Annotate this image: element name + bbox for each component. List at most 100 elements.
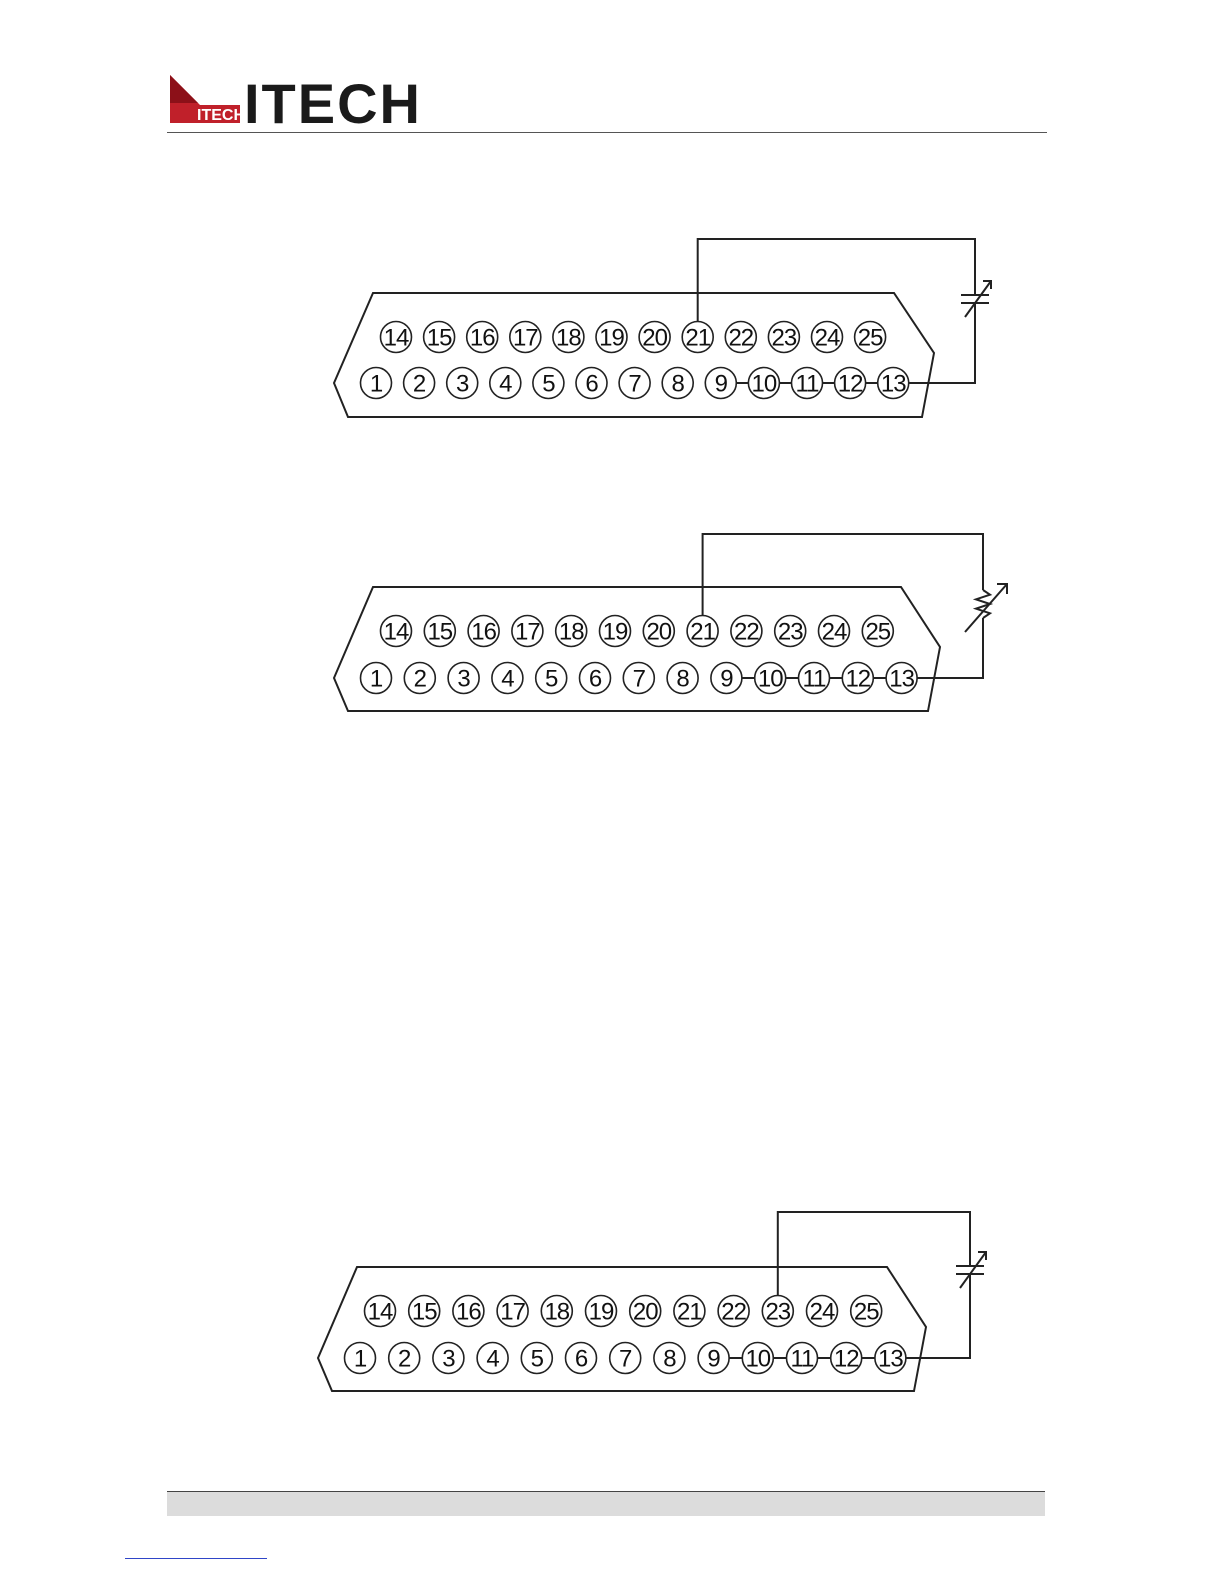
footer-bar — [167, 1491, 1045, 1516]
pin-23: 23 — [762, 1296, 793, 1327]
pin-label: 17 — [500, 1299, 525, 1326]
pin-2: 2 — [389, 1343, 420, 1374]
pin-label: 21 — [690, 619, 715, 646]
pin-label: 2 — [413, 371, 426, 398]
pin-5: 5 — [533, 368, 564, 399]
pin-label: 5 — [542, 371, 555, 398]
pin-17: 17 — [510, 322, 541, 353]
logo-word: ITECH — [244, 75, 420, 125]
variable-resistor-icon — [965, 584, 1007, 632]
pin-label: 13 — [878, 1346, 903, 1373]
pin-3: 3 — [447, 368, 478, 399]
connector-diagram-3: 1415161718192021222324251234567891011121… — [0, 1195, 1224, 1405]
pin-label: 18 — [556, 325, 581, 352]
pin-label: 7 — [619, 1346, 632, 1373]
pin-3: 3 — [433, 1343, 464, 1374]
adjustable-capacitor-icon — [961, 281, 991, 317]
pin-label: 12 — [838, 371, 863, 398]
pin-label: 19 — [603, 619, 628, 646]
pin-20: 20 — [639, 322, 670, 353]
pin-label: 19 — [599, 325, 624, 352]
pin-9: 9 — [698, 1343, 729, 1374]
pin-24: 24 — [819, 616, 850, 647]
pin-3: 3 — [448, 663, 479, 694]
pin-21: 21 — [674, 1296, 705, 1327]
pin-label: 1 — [370, 666, 383, 693]
pin-label: 21 — [685, 325, 710, 352]
pin-8: 8 — [667, 663, 698, 694]
pin-label: 1 — [370, 371, 383, 398]
pin-label: 10 — [745, 1346, 770, 1373]
pin-label: 4 — [499, 371, 512, 398]
pin-label: 3 — [456, 371, 469, 398]
header-divider — [167, 132, 1047, 133]
pin-label: 13 — [889, 666, 914, 693]
pin-1: 1 — [361, 663, 392, 694]
pin-label: 9 — [707, 1346, 720, 1373]
pin-15: 15 — [424, 616, 455, 647]
footer-link-underline[interactable] — [125, 1558, 267, 1559]
pin-label: 10 — [758, 666, 783, 693]
pin-21: 21 — [687, 616, 718, 647]
pin-label: 5 — [531, 1346, 544, 1373]
pin-label: 11 — [803, 666, 827, 693]
pin-10: 10 — [742, 1343, 773, 1374]
pin-label: 22 — [734, 619, 759, 646]
pin-label: 5 — [545, 666, 558, 693]
pin-8: 8 — [662, 368, 693, 399]
pin-20: 20 — [643, 616, 674, 647]
pin-12: 12 — [835, 368, 866, 399]
pin-6: 6 — [580, 663, 611, 694]
pin-7: 7 — [619, 368, 650, 399]
pin-label: 15 — [427, 619, 452, 646]
pin-label: 14 — [384, 325, 409, 352]
page-header: ITECH ITECH — [167, 70, 1047, 134]
pin-14: 14 — [381, 322, 412, 353]
pin-7: 7 — [623, 663, 654, 694]
pin-24: 24 — [812, 322, 843, 353]
pin-label: 12 — [834, 1346, 859, 1373]
pin-6: 6 — [566, 1343, 597, 1374]
pin-22: 22 — [725, 322, 756, 353]
pin-19: 19 — [586, 1296, 617, 1327]
pin-6: 6 — [576, 368, 607, 399]
pin-label: 20 — [633, 1299, 658, 1326]
pin-4: 4 — [477, 1343, 508, 1374]
pin-label: 12 — [845, 666, 870, 693]
pin-label: 24 — [822, 619, 847, 646]
pin-20: 20 — [630, 1296, 661, 1327]
pin-5: 5 — [536, 663, 567, 694]
pin-label: 11 — [796, 371, 820, 398]
db25-wiring-diagram: 1415161718192021222324251234567891011121… — [0, 225, 1224, 435]
logo-badge: ITECH — [170, 75, 245, 124]
pin-label: 18 — [559, 619, 584, 646]
pin-label: 3 — [457, 666, 470, 693]
pin-label: 3 — [442, 1346, 455, 1373]
pin-11: 11 — [792, 368, 823, 399]
pin-23: 23 — [768, 322, 799, 353]
pin-1: 1 — [345, 1343, 376, 1374]
pin-label: 7 — [628, 371, 641, 398]
pin-label: 14 — [384, 619, 409, 646]
pin-label: 8 — [672, 371, 685, 398]
pin-18: 18 — [556, 616, 587, 647]
pin-1: 1 — [361, 368, 392, 399]
pin-9: 9 — [711, 663, 742, 694]
itech-logo: ITECH ITECH — [170, 75, 420, 130]
pin-label: 20 — [642, 325, 667, 352]
pin-15: 15 — [409, 1296, 440, 1327]
db25-wiring-diagram: 1415161718192021222324251234567891011121… — [0, 520, 1224, 730]
pin-22: 22 — [718, 1296, 749, 1327]
pin-label: 2 — [398, 1346, 411, 1373]
pin-25: 25 — [851, 1296, 882, 1327]
adjustable-capacitor-icon — [956, 1252, 986, 1288]
pin-label: 16 — [471, 619, 496, 646]
pin-2: 2 — [404, 663, 435, 694]
pin-label: 18 — [544, 1299, 569, 1326]
pin-label: 2 — [414, 666, 427, 693]
pin-9: 9 — [705, 368, 736, 399]
pin-16: 16 — [453, 1296, 484, 1327]
pin-label: 25 — [865, 619, 890, 646]
